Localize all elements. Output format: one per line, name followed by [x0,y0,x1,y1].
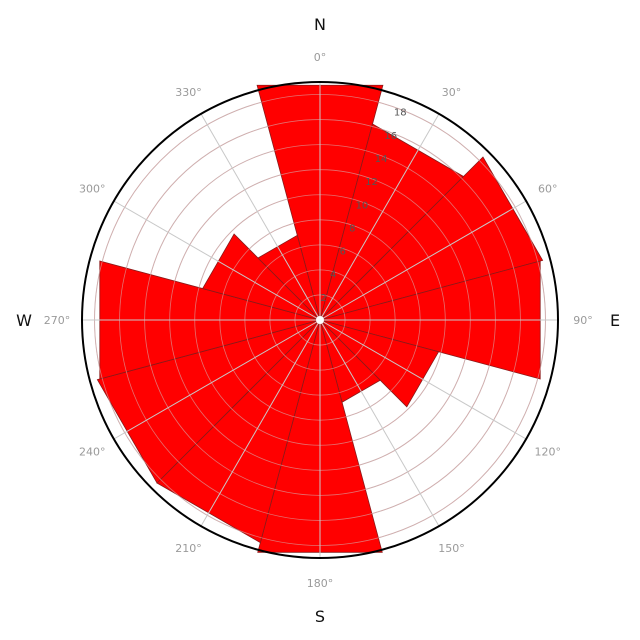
angle-tick-label-90: 90° [573,314,593,327]
angle-tick-label-180: 180° [307,577,334,590]
center-dot [316,316,324,324]
compass-west-label: W [16,311,32,330]
compass-east-label: E [610,311,620,330]
radial-tick-label-6: 6 [340,247,346,258]
radial-tick-label-2: 2 [320,293,326,304]
angle-tick-label-210: 210° [175,542,202,555]
radial-tick-label-4: 4 [330,270,336,281]
radial-tick-label-10: 10 [356,200,369,211]
grid-spoke-240 [113,319,321,440]
radial-tick-label-16: 16 [384,131,397,142]
angle-tick-label-240: 240° [79,446,106,459]
angle-tick-label-330: 330° [175,86,202,99]
angle-tick-label-120: 120° [535,446,562,459]
polar-spokes [81,81,559,559]
angle-tick-label-150: 150° [438,542,465,555]
grid-spoke-300 [113,200,321,321]
grid-spoke-30 [319,113,440,321]
polar-labels: 0° 30° 60° 90° 120° 150° 180° 210° 240° 270° 300° 3… [44,51,593,590]
compass-north-label: N [314,15,326,34]
grid-spoke-120 [319,319,527,440]
compass-south-label: S [315,607,325,626]
angle-tick-label-270: 270° [44,314,71,327]
angle-tick-label-300: 300° [79,183,106,196]
angle-tick-label-0: 0° [314,51,327,64]
angle-tick-label-60: 60° [538,183,558,196]
radial-tick-label-14: 14 [375,154,388,165]
grid-spoke-330 [200,113,321,321]
grid-spoke-60 [319,200,527,321]
outer-ring [81,81,559,559]
radial-tick-label-12: 12 [365,177,378,188]
radial-tick-label-8: 8 [349,223,355,234]
radial-tick-label-18: 18 [394,108,407,119]
angle-tick-label-30: 30° [442,86,462,99]
grid-spoke-210 [200,319,321,527]
grid-spoke-150 [319,319,440,527]
